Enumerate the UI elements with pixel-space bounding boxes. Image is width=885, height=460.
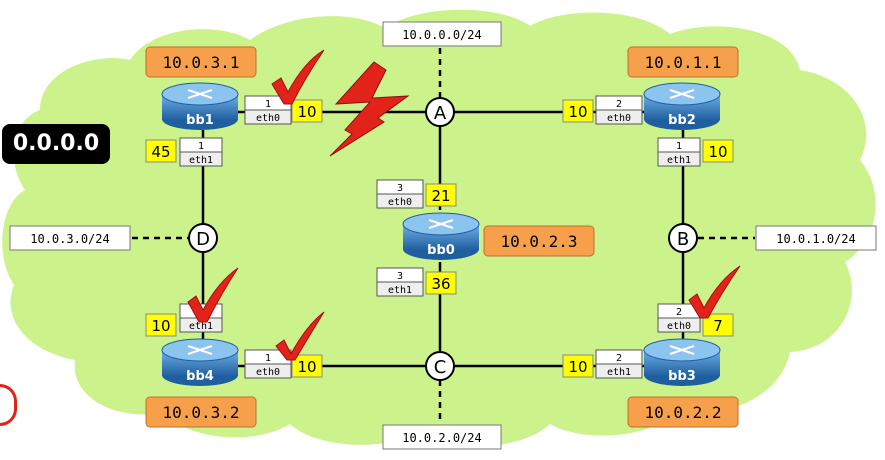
svg-text:B: B — [677, 229, 689, 250]
svg-text:3: 3 — [397, 183, 403, 194]
svg-text:A: A — [434, 103, 447, 124]
svg-text:3: 3 — [397, 271, 403, 282]
router-ip-bb3: 10.0.2.2 — [627, 396, 739, 428]
cost-bb1-eth1: 45 — [145, 139, 177, 163]
iface-bb2-eth0: 2 eth0 — [595, 95, 643, 125]
iface-bb3-eth0: 2 eth0 — [657, 303, 701, 333]
cost-bb1-eth0: 10 — [291, 99, 323, 123]
router-bb1: bb1 — [161, 82, 239, 130]
svg-text:eth1: eth1 — [667, 155, 691, 166]
svg-text:10: 10 — [151, 317, 170, 335]
cost-bb3-eth1: 10 — [562, 354, 594, 378]
router-arrows-icon — [187, 345, 213, 355]
router-ip-bb2: 10.0.1.1 — [627, 46, 739, 78]
svg-text:10: 10 — [297, 358, 316, 376]
router-ip-bb0: 10.0.2.3 — [483, 225, 595, 257]
svg-text:2: 2 — [616, 99, 622, 110]
iface-bb4-eth0: 1 eth0 — [244, 349, 292, 379]
hub-C: C — [425, 351, 455, 381]
svg-text:eth0: eth0 — [256, 113, 280, 124]
subnet-stubs — [132, 48, 755, 424]
router-arrows-icon — [669, 89, 695, 99]
svg-text:eth1: eth1 — [388, 285, 412, 296]
svg-text:bb1: bb1 — [186, 113, 214, 128]
svg-text:10: 10 — [568, 103, 587, 121]
hub-B: B — [668, 223, 698, 253]
svg-text:eth0: eth0 — [256, 367, 280, 378]
cost-bb3-eth0: 7 — [702, 313, 734, 337]
router-bb3: bb3 — [643, 338, 721, 386]
svg-text:eth0: eth0 — [388, 197, 412, 208]
svg-text:10.0.3.2: 10.0.3.2 — [162, 403, 239, 422]
cost-bb2-eth0: 10 — [562, 99, 594, 123]
svg-text:bb4: bb4 — [186, 369, 214, 384]
svg-text:bb2: bb2 — [668, 113, 696, 128]
cost-bb0-eth1: 36 — [425, 271, 457, 295]
svg-text:10.0.1.1: 10.0.1.1 — [644, 53, 721, 72]
svg-text:2: 2 — [616, 353, 622, 364]
router-bb2: bb2 — [643, 82, 721, 130]
svg-text:10.0.3.0/24: 10.0.3.0/24 — [30, 232, 109, 246]
router-arrows-icon — [428, 219, 454, 229]
iface-bb2-eth1: 1 eth1 — [657, 137, 701, 167]
svg-text:bb3: bb3 — [668, 369, 696, 384]
svg-text:eth0: eth0 — [607, 113, 631, 124]
svg-text:45: 45 — [151, 143, 170, 161]
router-bb0: bb0 — [402, 212, 480, 260]
subnet-label-A: 10.0.0.0/24 — [382, 21, 502, 47]
svg-text:10: 10 — [708, 143, 727, 161]
svg-text:21: 21 — [431, 187, 450, 205]
check-icon-bb3-eth0 — [688, 265, 741, 319]
svg-text:eth1: eth1 — [607, 367, 631, 378]
svg-text:10.0.0.0/24: 10.0.0.0/24 — [402, 28, 481, 42]
svg-text:10.0.3.1: 10.0.3.1 — [162, 53, 239, 72]
router-arrows-icon — [187, 89, 213, 99]
check-icon-bb4-eth1 — [187, 267, 239, 323]
subnet-label-C: 10.0.2.0/24 — [382, 424, 502, 450]
svg-text:eth0: eth0 — [667, 321, 691, 332]
router-ip-bb4: 10.0.3.2 — [145, 396, 257, 428]
svg-text:2: 2 — [676, 307, 682, 318]
router-bb4: bb4 — [161, 338, 239, 386]
svg-text:1: 1 — [676, 141, 682, 152]
svg-text:10: 10 — [297, 103, 316, 121]
cost-bb2-eth1: 10 — [702, 139, 734, 163]
svg-text:10.0.2.3: 10.0.2.3 — [500, 232, 577, 251]
svg-text:1: 1 — [198, 141, 204, 152]
svg-text:eth1: eth1 — [189, 155, 213, 166]
svg-text:D: D — [196, 229, 210, 250]
area-id-badge: 0.0.0.0 — [2, 124, 110, 164]
iface-bb0-eth0: 3 eth0 — [376, 179, 424, 209]
svg-text:eth1: eth1 — [189, 321, 213, 332]
router-ip-bb1: 10.0.3.1 — [145, 46, 257, 78]
iface-bb0-eth1: 3 eth1 — [376, 267, 424, 297]
router-arrows-icon — [669, 345, 695, 355]
subnet-label-B: 10.0.1.0/24 — [755, 225, 877, 251]
iface-bb3-eth1: 2 eth1 — [595, 349, 643, 379]
svg-text:7: 7 — [713, 317, 723, 335]
cost-bb0-eth0: 21 — [425, 183, 457, 207]
svg-text:10.0.2.2: 10.0.2.2 — [644, 403, 721, 422]
svg-text:1: 1 — [265, 99, 271, 110]
iface-bb1-eth0: 1 eth0 — [244, 95, 292, 125]
svg-text:36: 36 — [431, 275, 450, 293]
check-icon-bb4-eth0 — [275, 311, 325, 361]
iface-bb1-eth1: 1 eth1 — [179, 137, 223, 167]
svg-text:C: C — [434, 357, 447, 378]
hub-D: D — [188, 223, 218, 253]
svg-text:bb0: bb0 — [427, 243, 455, 258]
cost-bb4-eth1: 10 — [145, 313, 177, 337]
subnet-label-D: 10.0.3.0/24 — [9, 225, 131, 251]
hub-A: A — [425, 97, 455, 127]
svg-text:10.0.2.0/24: 10.0.2.0/24 — [402, 431, 481, 445]
svg-text:10.0.1.0/24: 10.0.1.0/24 — [776, 232, 855, 246]
svg-text:1: 1 — [265, 353, 271, 364]
check-icon-bb1-eth0 — [271, 49, 325, 105]
lightning-icon — [329, 61, 410, 157]
cost-bb4-eth0: 10 — [291, 354, 323, 378]
svg-text:10: 10 — [568, 358, 587, 376]
